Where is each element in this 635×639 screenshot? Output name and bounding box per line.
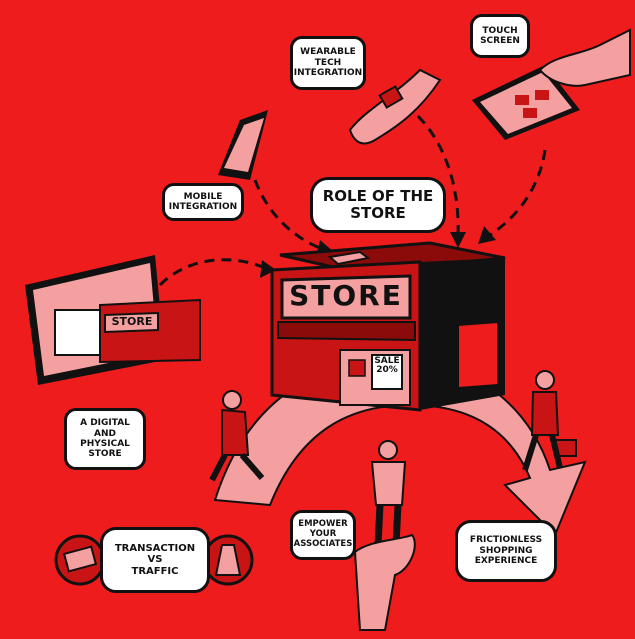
- arrowhead-digital: [260, 260, 276, 278]
- store-building: [270, 241, 506, 412]
- walking-man-left: [209, 390, 265, 482]
- dashed-arrow-mobile: [253, 179, 321, 250]
- mobile-phone: [218, 110, 268, 180]
- sale-sign: SALE 20%: [374, 356, 400, 376]
- dashed-arrow-touch: [489, 149, 547, 237]
- label-digital-physical-store: A DIGITAL AND PHYSICAL STORE: [64, 408, 146, 470]
- store-sign: STORE: [289, 279, 403, 312]
- traffic-icon: [202, 534, 254, 586]
- label-empower-associates: EMPOWER YOUR ASSOCIATES: [290, 510, 356, 560]
- label-mobile-integration: MOBILE INTEGRATION: [162, 183, 244, 221]
- supporting-hand: [353, 533, 416, 631]
- label-transaction-vs-traffic: TRANSACTION VS TRAFFIC: [100, 527, 210, 593]
- dashed-arrow-digital: [158, 258, 266, 287]
- label-wearable-tech: WEARABLE TECH INTEGRATION: [290, 36, 366, 90]
- dashed-arrow-wearable: [404, 103, 460, 236]
- label-role-of-the-store: ROLE OF THE STORE: [310, 177, 446, 233]
- digital-store-sign: STORE: [111, 315, 153, 328]
- label-touch-screen: TOUCH SCREEN: [470, 14, 530, 58]
- arrowhead-touch: [478, 226, 496, 244]
- walking-man-right: [522, 370, 577, 471]
- associate-woman: [370, 440, 407, 546]
- touch-screen-tablet: [472, 28, 631, 140]
- digital-store-screen: [25, 255, 201, 385]
- transaction-icon: [54, 534, 106, 586]
- wearable-hand: [348, 68, 442, 145]
- arrowhead-wearable: [450, 232, 466, 248]
- label-frictionless-shopping: FRICTIONLESS SHOPPING EXPERIENCE: [455, 520, 557, 582]
